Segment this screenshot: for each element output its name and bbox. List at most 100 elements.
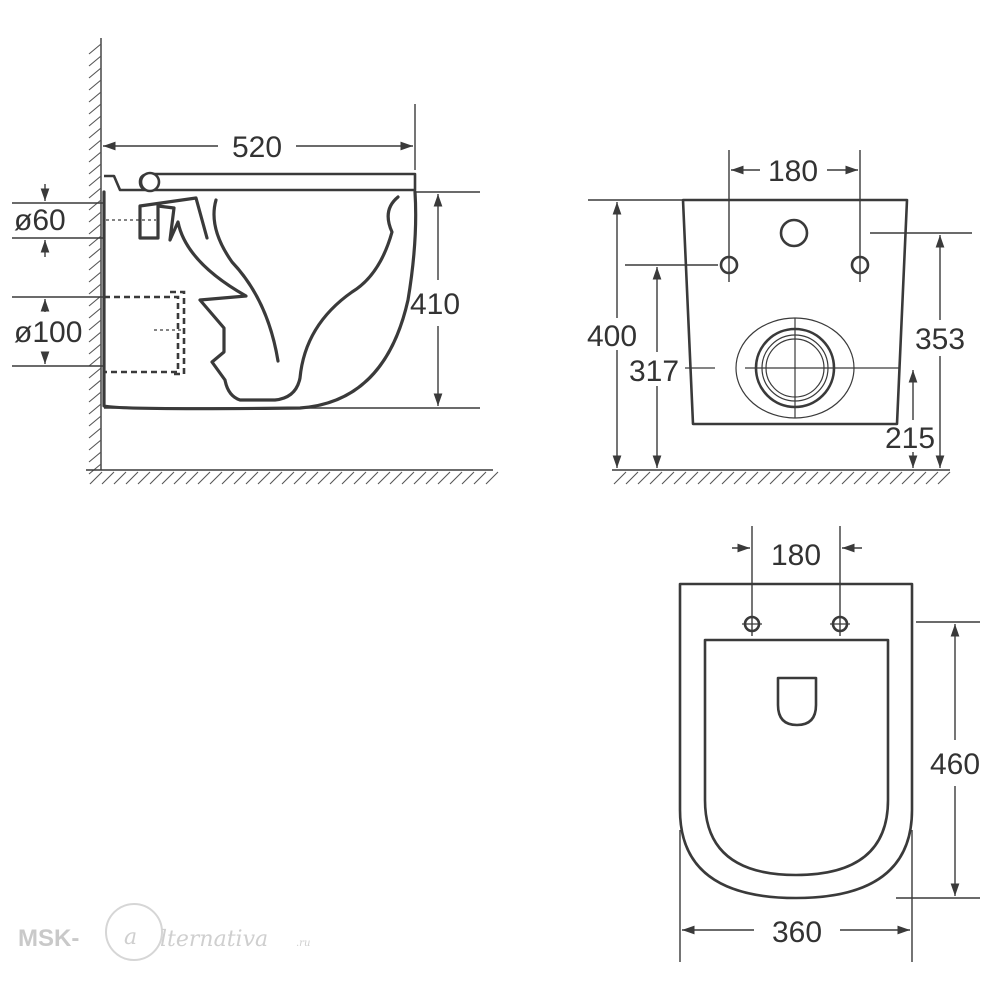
hatch-stroke — [88, 451, 102, 463]
hatch-stroke — [769, 471, 783, 485]
hatch-stroke — [625, 471, 639, 485]
hatch-stroke — [88, 115, 102, 127]
hatch-stroke — [449, 471, 463, 485]
hatch-stroke — [88, 439, 102, 451]
hatch-stroke — [88, 415, 102, 427]
hatch-stroke — [161, 471, 175, 485]
hatch-stroke — [88, 79, 102, 91]
watermark-suffix: lternativa — [160, 927, 268, 952]
dim-410-label: 410 — [410, 288, 460, 321]
hatch-stroke — [88, 139, 102, 151]
hatch-stroke — [901, 471, 915, 485]
drain-pipe — [104, 295, 180, 374]
hatch-stroke — [793, 471, 807, 485]
hatch-stroke — [149, 471, 163, 485]
hatch-stroke — [913, 471, 927, 485]
hatch-stroke — [88, 391, 102, 403]
hatch-stroke — [88, 163, 102, 175]
hatch-stroke — [673, 471, 687, 485]
hatch-stroke — [661, 471, 675, 485]
side-view: 520 410 ø60 ø100 — [12, 38, 499, 485]
dim-100-label: ø100 — [14, 316, 82, 349]
dim-460-label: 460 — [930, 748, 980, 781]
hatch-stroke — [413, 471, 427, 485]
hatch-stroke — [341, 471, 355, 485]
hatch-stroke — [88, 283, 102, 295]
hatch-stroke — [365, 471, 379, 485]
hatch-stroke — [401, 471, 415, 485]
hatch-stroke — [88, 187, 102, 199]
hatch-stroke — [389, 471, 403, 485]
hatch-stroke — [88, 199, 102, 211]
hinge-circle — [139, 171, 161, 193]
hatch-stroke — [88, 247, 102, 259]
hatch-stroke — [877, 471, 891, 485]
hatch-stroke — [197, 471, 211, 485]
hatch-stroke — [805, 471, 819, 485]
hatch-stroke — [113, 471, 127, 485]
dim-317-label: 317 — [629, 355, 679, 388]
floor-hatching — [89, 471, 499, 485]
hatch-stroke — [185, 471, 199, 485]
hatch-stroke — [697, 471, 711, 485]
hatch-stroke — [88, 55, 102, 67]
hatch-stroke — [865, 471, 879, 485]
hatch-stroke — [281, 471, 295, 485]
hatch-stroke — [305, 471, 319, 485]
hatch-stroke — [88, 463, 102, 475]
hatch-stroke — [88, 103, 102, 115]
floor-hatching-back — [613, 471, 951, 485]
hatch-stroke — [88, 319, 102, 331]
hatch-stroke — [925, 471, 939, 485]
hatch-stroke — [853, 471, 867, 485]
hatch-stroke — [221, 471, 235, 485]
hatch-stroke — [721, 471, 735, 485]
dim-520-label: 520 — [232, 131, 282, 164]
hatch-stroke — [173, 471, 187, 485]
hatch-stroke — [88, 355, 102, 367]
top-outlet — [776, 676, 818, 727]
hatch-stroke — [293, 471, 307, 485]
hatch-stroke — [88, 307, 102, 319]
hatch-stroke — [733, 471, 747, 485]
hatch-stroke — [613, 471, 627, 485]
hatch-stroke — [829, 471, 843, 485]
hatch-stroke — [88, 211, 102, 223]
inlet-hole — [779, 218, 809, 248]
hatch-stroke — [745, 471, 759, 485]
trapway — [138, 195, 400, 402]
hatch-stroke — [473, 471, 487, 485]
hatch-stroke — [461, 471, 475, 485]
hatch-stroke — [353, 471, 367, 485]
trapway-inner — [212, 198, 280, 363]
dim-60-label: ø60 — [14, 204, 66, 237]
hatch-stroke — [89, 471, 103, 485]
hatch-stroke — [233, 471, 247, 485]
wall-hatching — [88, 43, 102, 475]
hatch-stroke — [88, 379, 102, 391]
hatch-stroke — [88, 151, 102, 163]
hatch-stroke — [88, 259, 102, 271]
hatch-stroke — [649, 471, 663, 485]
top-view: 180 460 360 — [678, 526, 980, 962]
hatch-stroke — [257, 471, 271, 485]
hatch-stroke — [781, 471, 795, 485]
hatch-stroke — [88, 175, 102, 187]
hatch-stroke — [88, 91, 102, 103]
hatch-stroke — [101, 471, 115, 485]
hatch-stroke — [437, 471, 451, 485]
dim-400-label: 400 — [587, 320, 637, 353]
hatch-stroke — [88, 127, 102, 139]
hatch-stroke — [817, 471, 831, 485]
hatch-stroke — [88, 67, 102, 79]
dim-215-label: 215 — [885, 422, 935, 455]
hatch-stroke — [329, 471, 343, 485]
watermark: MSK- a lternativa .ru — [18, 903, 310, 961]
hatch-stroke — [841, 471, 855, 485]
hatch-stroke — [685, 471, 699, 485]
hatch-stroke — [889, 471, 903, 485]
hatch-stroke — [88, 43, 102, 55]
hatch-stroke — [709, 471, 723, 485]
dim-180-top-label: 180 — [771, 539, 821, 572]
hatch-stroke — [125, 471, 139, 485]
